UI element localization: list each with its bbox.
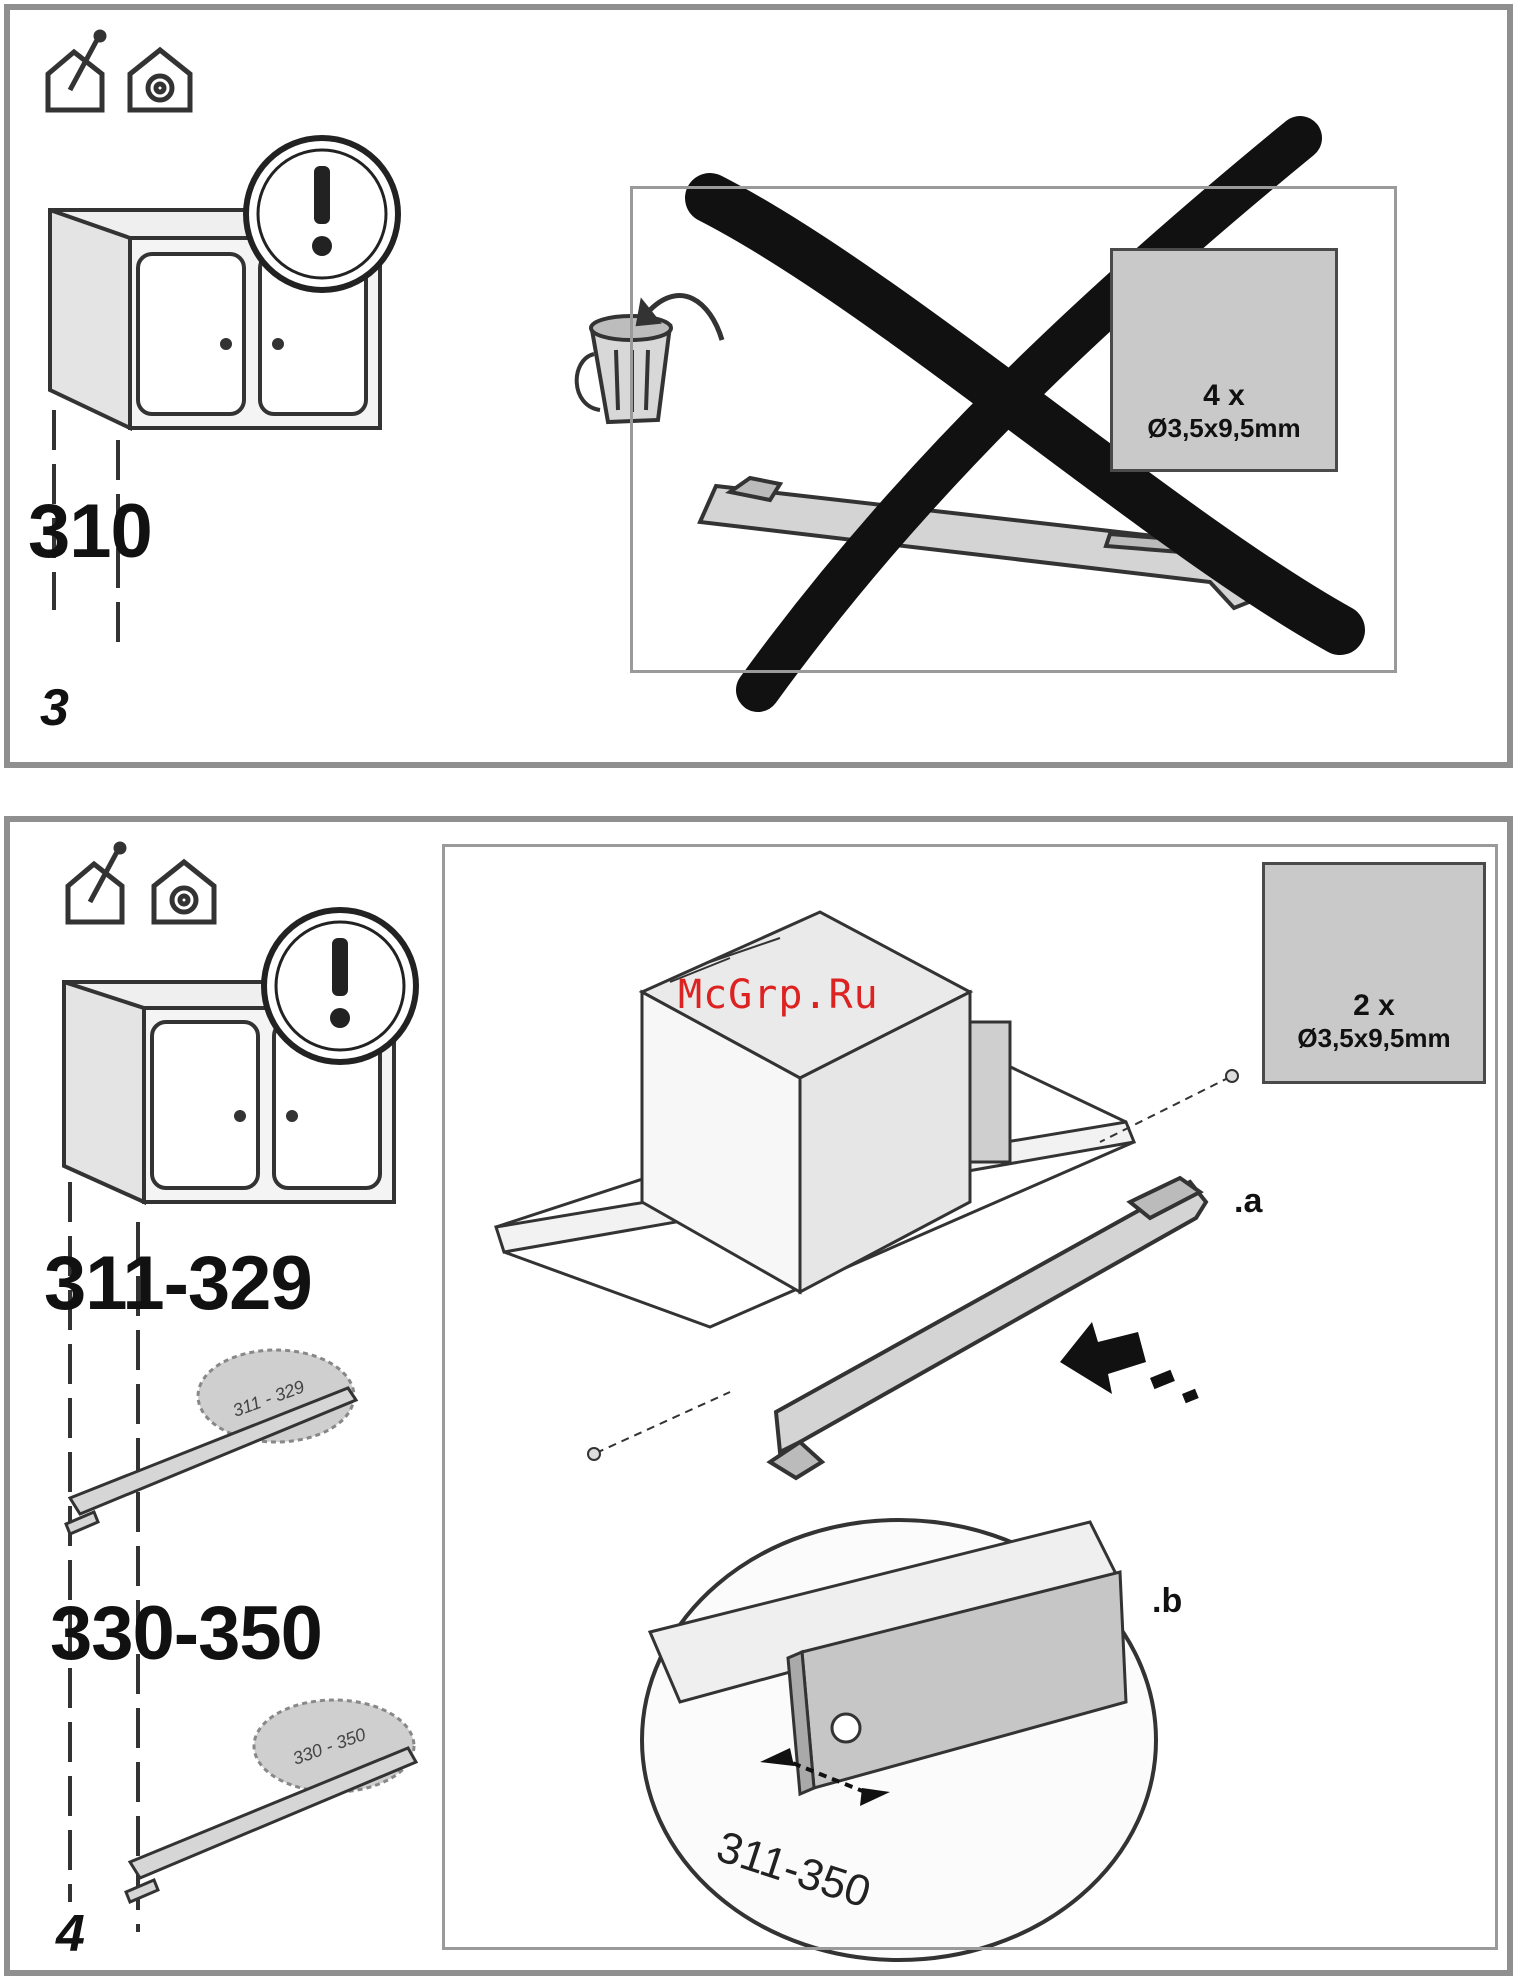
rail-thumbnail-a	[66, 1350, 356, 1534]
step-number: 4	[56, 1904, 85, 1964]
dimension-label-b: 330-350	[50, 1590, 322, 1677]
dimension-label-a: 311-329	[44, 1240, 312, 1327]
screw-spec: Ø3,5x9,5mm	[1265, 1023, 1483, 1053]
screw-count-box: 2 x Ø3,5x9,5mm	[1262, 862, 1486, 1084]
installer-icon	[68, 844, 124, 922]
part-label-a: .a	[1234, 1182, 1262, 1221]
warning-icon	[246, 138, 398, 290]
house-manual-icon	[154, 862, 214, 922]
dimension-label: 310	[28, 488, 152, 575]
watermark: McGrp.Ru	[678, 972, 879, 1018]
part-label-b: .b	[1152, 1582, 1182, 1621]
step-4-panel: 2 x Ø3,5x9,5mm McGrp.Ru .a .b 311-350 31…	[4, 816, 1513, 1976]
warning-icon	[264, 910, 416, 1062]
screw-quantity: 4 x	[1113, 379, 1335, 413]
rail-thumbnail-b	[126, 1700, 416, 1902]
step-number: 3	[40, 678, 69, 738]
screw-spec: Ø3,5x9,5mm	[1113, 413, 1335, 443]
house-manual-icon	[130, 50, 190, 110]
installer-icon	[48, 32, 104, 110]
screw-count-box: 4 x Ø3,5x9,5mm	[1110, 248, 1338, 472]
step-3-panel: 4 x Ø3,5x9,5mm 310 3	[4, 4, 1513, 768]
screw-quantity: 2 x	[1265, 989, 1483, 1023]
